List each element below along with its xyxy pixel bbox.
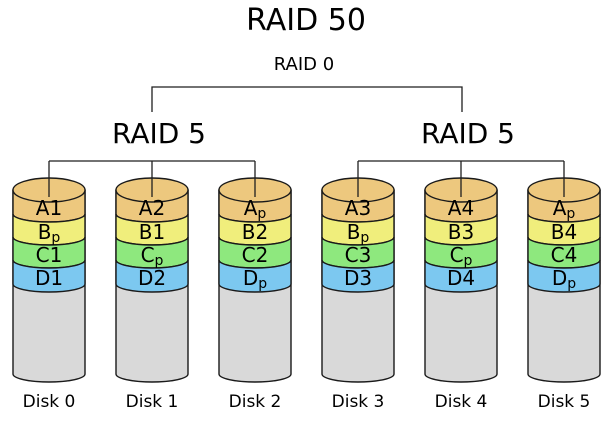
block-label: Cp [141, 243, 164, 269]
block-label: C3 [345, 243, 372, 267]
block-label: A3 [345, 196, 371, 220]
raid5-label-left: RAID 5 [111, 117, 207, 150]
block-label: A1 [36, 196, 62, 220]
block-label: A4 [448, 196, 474, 220]
raid5-label-right: RAID 5 [420, 117, 516, 150]
block-label: C2 [242, 243, 269, 267]
block-label: D4 [447, 266, 475, 290]
block-label: D1 [35, 266, 63, 290]
block-label: Bp [347, 220, 370, 246]
raid0-bracket [151, 86, 463, 112]
block-label: A2 [139, 196, 165, 220]
block-label: C4 [551, 243, 578, 267]
block-label: C1 [36, 243, 63, 267]
raid0-label: RAID 0 [273, 54, 335, 75]
disk-block-band [527, 259, 601, 293]
disk-label: Disk 5 [538, 392, 591, 412]
block-label: Cp [450, 243, 473, 269]
disk-label: Disk 2 [229, 392, 282, 412]
block-label: Dp [552, 266, 576, 292]
disk-label: Disk 3 [332, 392, 385, 412]
disk-block-band [424, 259, 498, 293]
block-label: D3 [344, 266, 372, 290]
block-label: Ap [553, 196, 576, 222]
block-label: B1 [139, 220, 165, 244]
block-label: B3 [448, 220, 474, 244]
block-label: B2 [242, 220, 268, 244]
disk-label: Disk 0 [23, 392, 76, 412]
disk-label: Disk 1 [126, 392, 179, 412]
disk-block-band [321, 259, 395, 293]
disk-block-band [115, 259, 189, 293]
disk-block-band [12, 259, 86, 293]
diagram-title: RAID 50 [246, 3, 366, 38]
block-label: B4 [551, 220, 577, 244]
block-label: Bp [38, 220, 61, 246]
block-label: Dp [243, 266, 267, 292]
block-label: Ap [244, 196, 267, 222]
disk-block-band [218, 259, 292, 293]
disk-label: Disk 4 [435, 392, 488, 412]
block-label: D2 [138, 266, 166, 290]
